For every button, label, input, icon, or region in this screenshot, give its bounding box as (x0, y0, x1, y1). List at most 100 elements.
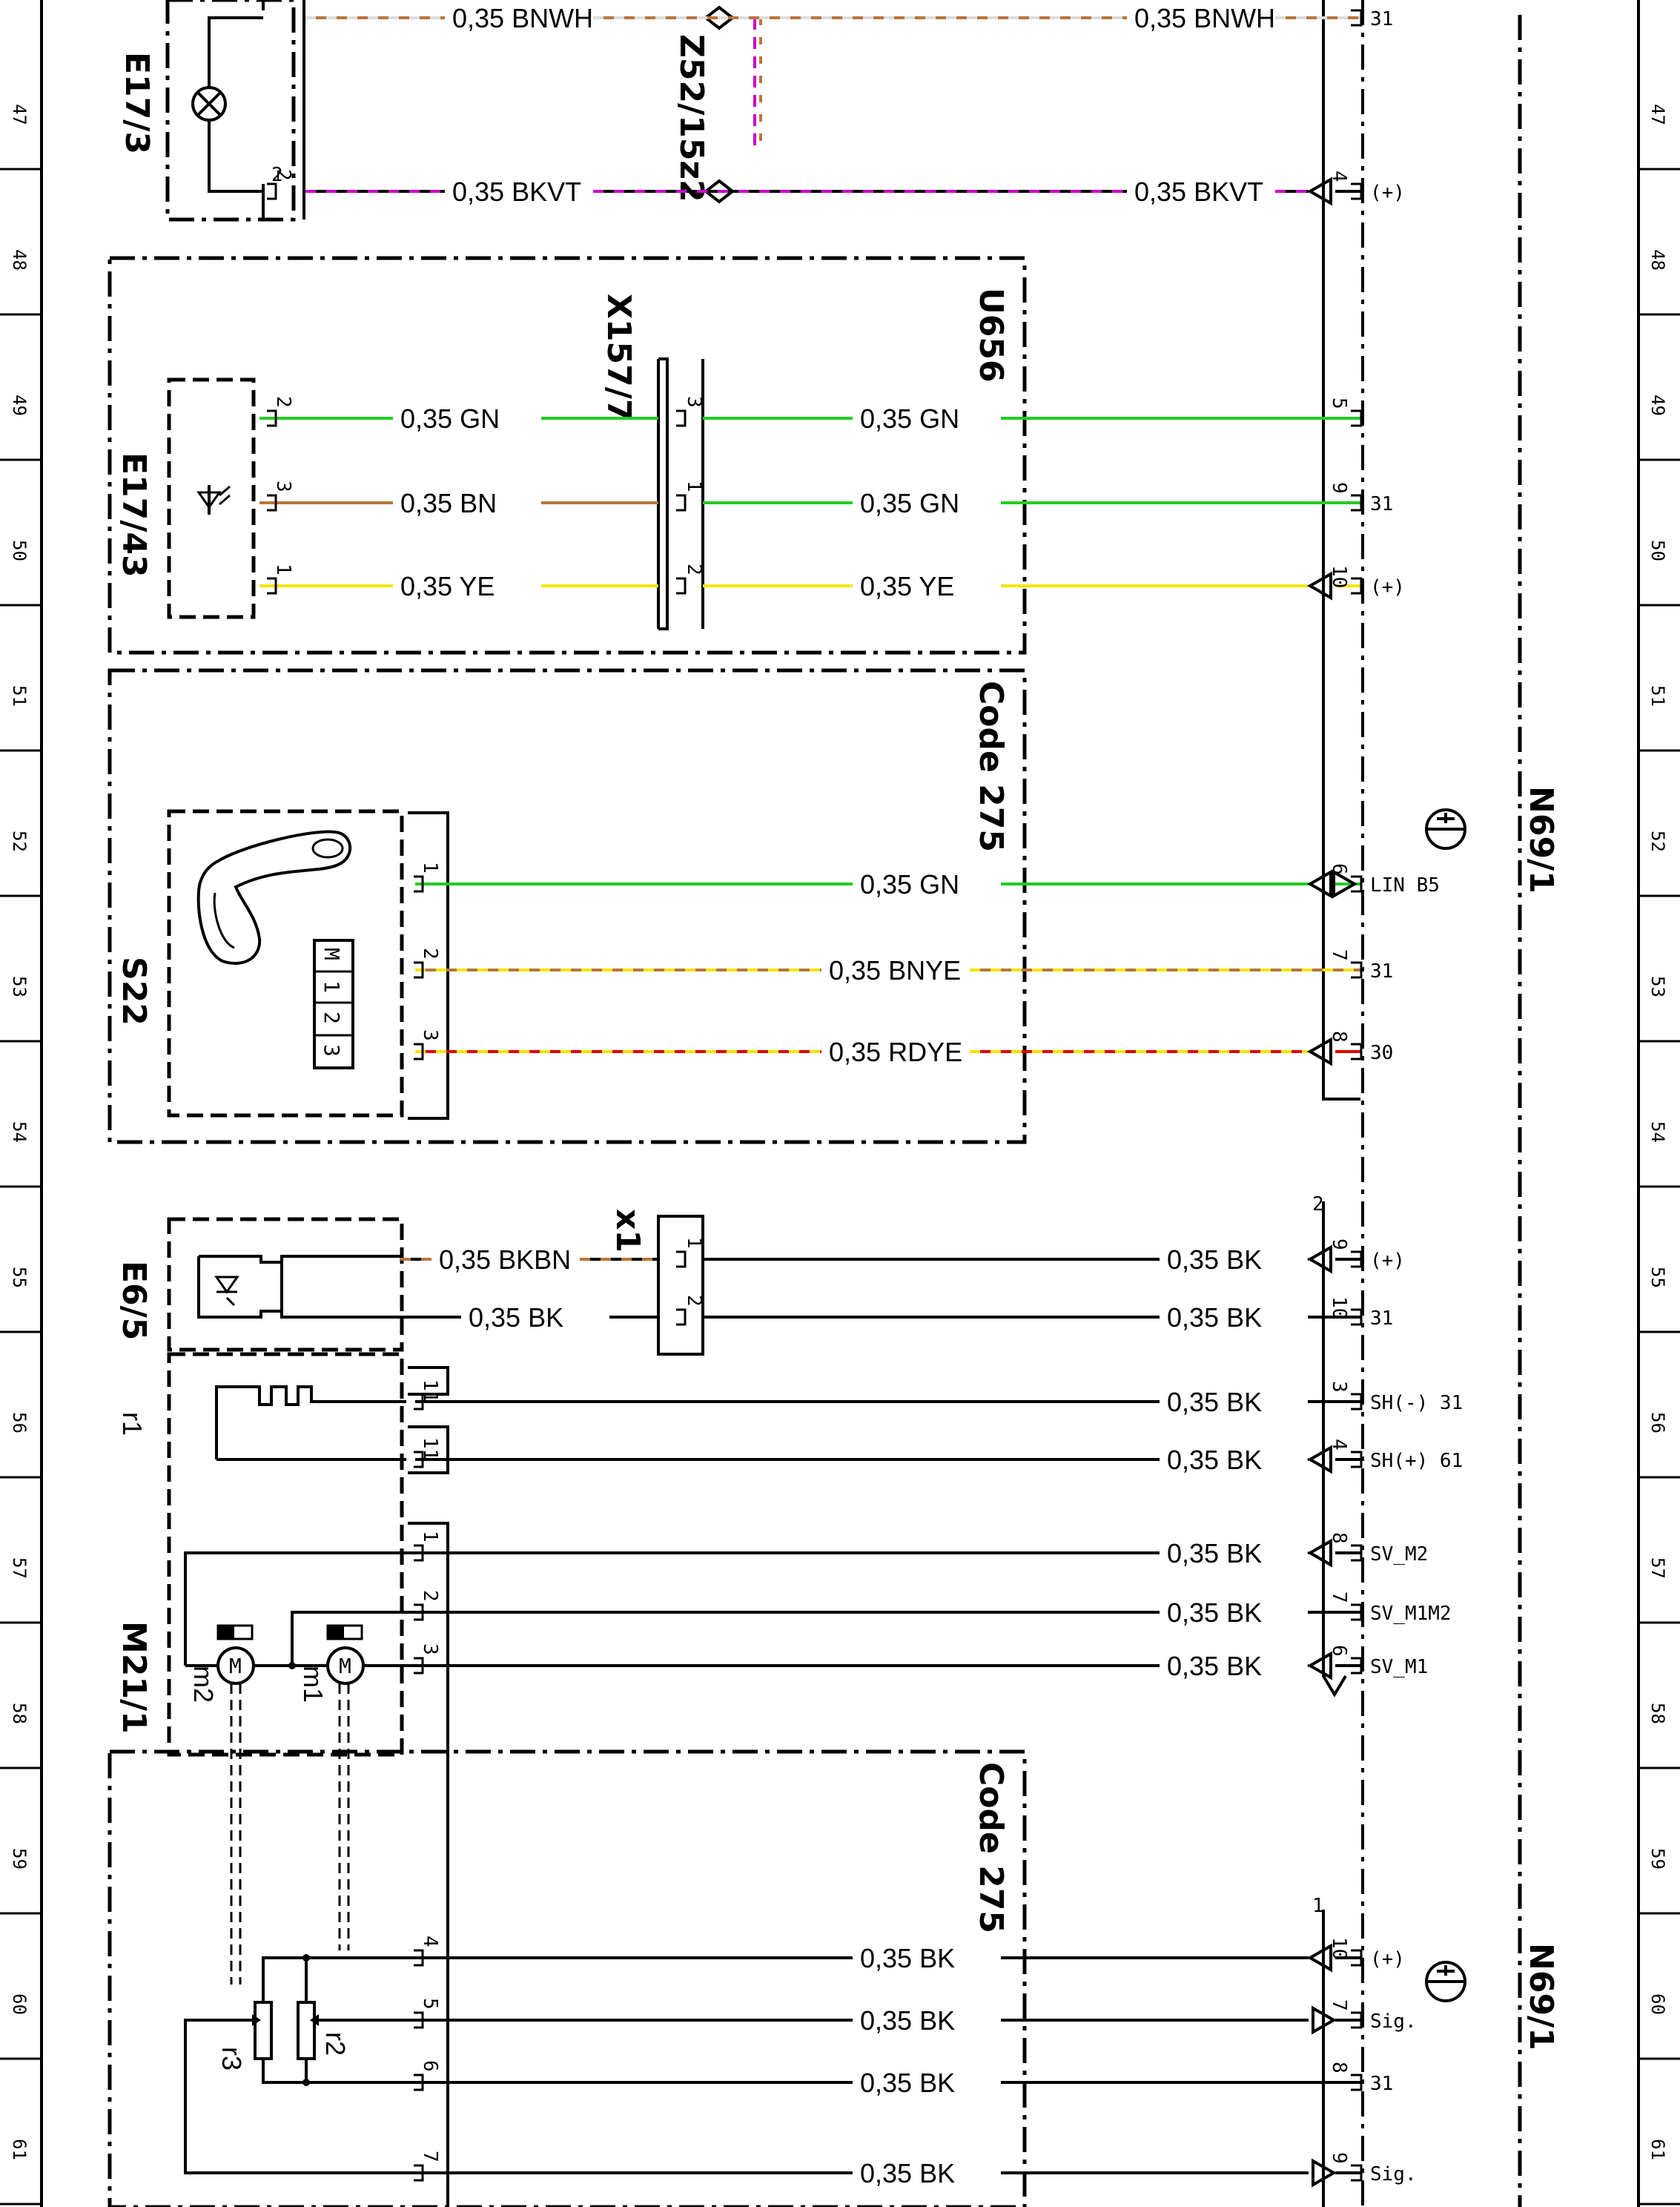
signal-name: Sig. (1370, 2010, 1417, 2033)
pin-number-left: 3 (419, 1029, 441, 1041)
pin-terminal (1351, 9, 1363, 27)
pin-terminal (1351, 1544, 1363, 1562)
e17-43-label: E17/43 (115, 452, 153, 578)
row-number: 57 (1647, 1557, 1668, 1579)
row-number: 53 (9, 976, 30, 997)
pin-terminal (1351, 961, 1363, 979)
pin-number-right: 10 (1328, 1296, 1350, 1319)
code-275-top-label: Code 275 (972, 681, 1010, 852)
pin-number-right: 6 (1328, 1645, 1350, 1657)
wire-label-right: 0,35 YE (860, 571, 954, 601)
wire-label-right: 0,35 BK (860, 2005, 955, 2036)
z52-label: Z52/15z2 (672, 34, 710, 202)
signal-name: (+) (1370, 182, 1405, 204)
wire-label-right: 0,35 BK (1167, 1538, 1262, 1568)
x157-7-label: X157/7 (600, 294, 638, 421)
arrow-input-icon (1306, 177, 1332, 206)
signal-name: 31 (1370, 8, 1393, 30)
pin-number-right: 10 (1328, 1937, 1350, 1960)
memory-key-m: M (320, 948, 344, 960)
pin-terminal (1351, 1043, 1363, 1060)
row-number: 57 (9, 1557, 30, 1579)
row-number: 56 (9, 1412, 30, 1434)
seat-icon (196, 830, 351, 966)
wire-label-right: 0,35 BK (860, 2068, 955, 2098)
pin-terminal (1351, 875, 1363, 893)
row-number: 47 (1647, 104, 1668, 125)
photodiode-icon (197, 1255, 400, 1319)
wire-label-right: 0,35 BK (1167, 1387, 1262, 1417)
wire-label-right: 0,35 RDYE (829, 1037, 962, 1067)
memory-key-2: 2 (320, 1012, 344, 1024)
e6-5-box (167, 1217, 404, 1352)
arrow-input-icon (1306, 1445, 1332, 1474)
arrow-output-icon (1332, 869, 1358, 899)
row-number: 51 (9, 685, 30, 707)
signal-name: SV_M1M2 (1370, 1603, 1452, 1625)
pin-number-left: 1 (419, 1531, 441, 1543)
s22-box (167, 809, 404, 1118)
signal-name: Sig. (1370, 2163, 1417, 2185)
pin-number-left: 2 (272, 169, 294, 181)
row-number: 48 (9, 249, 30, 271)
pin-terminal (1351, 182, 1363, 200)
u656-label: U656 (972, 288, 1010, 383)
row-number: 52 (9, 831, 30, 852)
lamp-icon (191, 16, 263, 193)
pin-number-right: 4 (1328, 1439, 1350, 1451)
code-275-top-box (108, 668, 1027, 1144)
row-number: 60 (9, 1993, 30, 2015)
n69-1-top-label: N69/1 (1522, 786, 1560, 894)
m2-label: m2 (188, 1666, 219, 1703)
motor-wiring (184, 1551, 415, 1667)
row-number: 52 (1647, 831, 1668, 852)
r1-connector (408, 1366, 449, 1474)
code-275-bottom-box (108, 1749, 1027, 2207)
row-number: 58 (9, 1703, 30, 1724)
pin-number-mid: 1 (683, 481, 705, 492)
arrow-input-icon (1306, 1244, 1332, 1274)
e17-3-connector (262, 0, 305, 220)
pin-number-right: 8 (1328, 1532, 1350, 1544)
x1-label: x1 (609, 1209, 646, 1253)
pin-number-right: 8 (1328, 1031, 1350, 1043)
r3-label: r3 (216, 2047, 247, 2071)
pin-terminal (1351, 2164, 1363, 2182)
row-number: 54 (9, 1121, 30, 1143)
row-number: 51 (1647, 685, 1668, 707)
code-275-bottom-label: Code 275 (972, 1762, 1010, 1933)
row-number: 61 (9, 2139, 30, 2160)
signal-name: SV_M1 (1370, 1656, 1428, 1678)
wire-label-right: 0,35 BK (860, 1943, 955, 1973)
led-icon (196, 485, 231, 515)
arrow-output-icon (1312, 2158, 1337, 2188)
wire-label-left: 0,35 GN (400, 403, 500, 434)
s22-label: S22 (115, 957, 153, 1026)
row-number: 55 (1647, 1267, 1668, 1288)
row-number: 59 (9, 1848, 30, 1870)
signal-name: SH(+) 61 (1370, 1450, 1463, 1472)
pin-number-left: 6 (419, 2060, 441, 2072)
pin-number-left: 5 (419, 1998, 441, 2010)
row-number: 50 (1647, 540, 1668, 561)
arrow-input-icon (1306, 869, 1332, 899)
row-number: 54 (1647, 1121, 1668, 1143)
wire-label-right: 0,35 GN (860, 488, 959, 518)
row-number: 56 (1647, 1412, 1668, 1434)
pin-number-right: 7 (1328, 1999, 1350, 2011)
pin-number-right: 7 (1328, 1591, 1350, 1603)
wire-label-left: 0,35 BK (469, 1302, 563, 1333)
pin-number-right: 9 (1328, 482, 1350, 494)
transistor-icon (1425, 1961, 1466, 2002)
pin-number-left: 4 (419, 1936, 441, 1947)
wire-label-left: 0,35 BN (400, 488, 497, 518)
signal-name: SV_M2 (1370, 1543, 1428, 1566)
s22-connector (408, 811, 449, 1120)
pin-terminal (1351, 1949, 1363, 1967)
pin-number-right: 10 (1328, 565, 1350, 588)
row-number: 61 (1647, 2139, 1668, 2160)
m1-label: m1 (298, 1666, 328, 1703)
pin-number-mid: 3 (683, 396, 705, 408)
arrow-input-icon (1306, 1538, 1332, 1568)
signal-name: 30 (1370, 1042, 1393, 1064)
